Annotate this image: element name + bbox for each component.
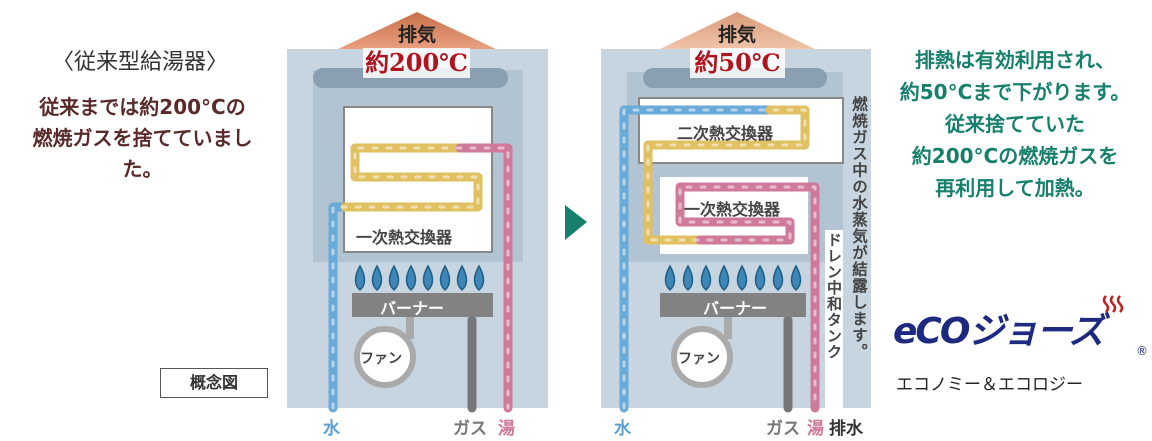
drain-tank-label: ドレン中和タンク bbox=[825, 232, 843, 360]
burner bbox=[660, 293, 806, 317]
conventional-description: 従来までは約200°Cの 燃焼ガスを捨てていまし た。 bbox=[0, 92, 285, 185]
desc-line: 従来捨てていた bbox=[945, 112, 1085, 136]
fan-label: ファン bbox=[360, 351, 402, 367]
condensation-note: 燃焼ガス中の水蒸気が結露します。 bbox=[850, 96, 868, 360]
desc-line: た。 bbox=[122, 157, 163, 181]
flow-arrows bbox=[622, 108, 817, 410]
exhaust-temp: 約50℃ bbox=[690, 48, 785, 78]
ecojozu-logo: eCOジョーズ bbox=[893, 311, 1105, 352]
gas-label: ガス bbox=[766, 419, 800, 439]
drain-tank bbox=[825, 230, 843, 408]
hot-water-label: 湯 bbox=[807, 419, 824, 439]
water-label: 水 bbox=[614, 419, 631, 439]
desc-line: 再利用して加熱。 bbox=[935, 176, 1095, 200]
eco-description: 排熱は有効利用され、 約50°Cまで下がります。 従来捨てていた 約200°Cの… bbox=[878, 44, 1152, 204]
exhaust-roof bbox=[338, 12, 496, 49]
conventional-title: 〈従来型給湯器〉 bbox=[51, 50, 228, 75]
desc-line: 約200°Cの燃焼ガスを bbox=[911, 144, 1119, 168]
exhaust-label: 排気 bbox=[717, 24, 756, 46]
flow-arrows bbox=[331, 146, 510, 410]
desc-line: 燃焼ガスを捨てていまし bbox=[32, 126, 253, 150]
flames bbox=[664, 264, 802, 292]
exhaust-label: 排気 bbox=[397, 24, 436, 46]
registered-mark: ® bbox=[1136, 344, 1148, 358]
water-label: 水 bbox=[323, 419, 340, 439]
arrow-right-icon bbox=[565, 205, 587, 240]
fan-label: ファン bbox=[678, 351, 720, 367]
desc-line: 従来までは約200°Cの bbox=[39, 95, 246, 119]
steam-icon bbox=[1102, 295, 1124, 313]
fan bbox=[671, 326, 733, 388]
gas-label: ガス bbox=[453, 419, 487, 439]
fan bbox=[354, 326, 416, 388]
exhaust-roof bbox=[660, 12, 815, 49]
secondary-hx-label: 二次熱交換器 bbox=[677, 124, 774, 143]
hot-water-label: 湯 bbox=[498, 419, 515, 439]
primary-hx-label: 一次熱交換器 bbox=[684, 200, 781, 219]
burner-label: バーナー bbox=[703, 299, 768, 318]
exhaust-temp: 約200℃ bbox=[363, 48, 470, 78]
desc-line: 排熱は有効利用され、 bbox=[914, 48, 1116, 72]
desc-line: 約50°Cまで下がります。 bbox=[899, 80, 1131, 104]
flames bbox=[354, 264, 485, 292]
drain-label: 排水 bbox=[829, 419, 863, 439]
burner-label: バーナー bbox=[380, 299, 445, 318]
primary-hx-label: 一次熱交換器 bbox=[356, 228, 453, 247]
concept-label: 概念図 bbox=[160, 368, 268, 398]
logo-tagline: エコノミー＆エコロジー bbox=[896, 375, 1083, 395]
burner bbox=[352, 293, 493, 317]
